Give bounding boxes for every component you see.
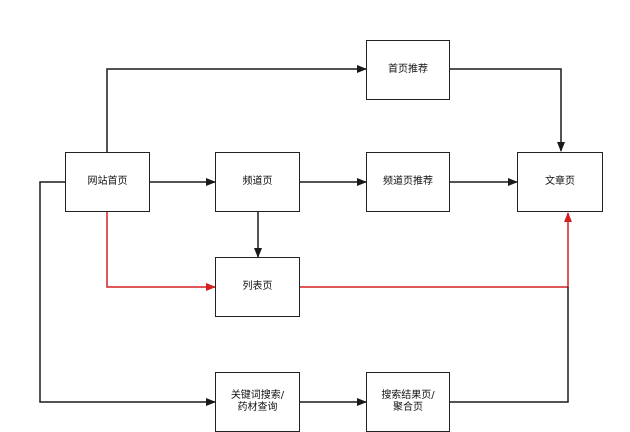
node-site-home: 网站首页 xyxy=(65,152,150,212)
node-label: 首页推荐 xyxy=(388,64,428,75)
node-label: 文章页 xyxy=(545,176,575,187)
node-search-results: 搜索结果页/ 聚合页 xyxy=(366,372,450,432)
node-label-line1: 搜索结果页/ xyxy=(381,390,435,401)
edge-list-to-article-highlight xyxy=(300,212,572,288)
node-channel-recommend: 频道页推荐 xyxy=(366,152,450,212)
edge-homepage-recommend-to-article xyxy=(450,68,565,152)
edge-search-results-to-article xyxy=(450,287,569,403)
edge-home-to-homepage-recommend xyxy=(106,65,367,152)
node-label: 列表页 xyxy=(242,281,273,292)
node-label-group: 关键词搜索/ 药材查询 xyxy=(231,390,284,414)
node-keyword-search: 关键词搜索/ 药材查询 xyxy=(215,372,300,432)
node-article: 文章页 xyxy=(517,152,603,212)
node-channel: 频道页 xyxy=(215,152,300,212)
node-label-line2: 药材查询 xyxy=(237,402,278,413)
node-label-line2: 聚合页 xyxy=(393,402,423,413)
node-label-group: 搜索结果页/ 聚合页 xyxy=(381,390,434,414)
node-homepage-recommend: 首页推荐 xyxy=(366,40,450,100)
node-label: 频道页推荐 xyxy=(383,176,433,187)
edge-home-to-list-highlight xyxy=(106,212,216,291)
node-label: 网站首页 xyxy=(87,176,128,187)
node-list: 列表页 xyxy=(215,257,300,317)
edge-home-to-keyword-search xyxy=(39,181,216,406)
node-label-line1: 关键词搜索/ xyxy=(230,390,285,401)
node-label: 频道页 xyxy=(242,176,273,187)
